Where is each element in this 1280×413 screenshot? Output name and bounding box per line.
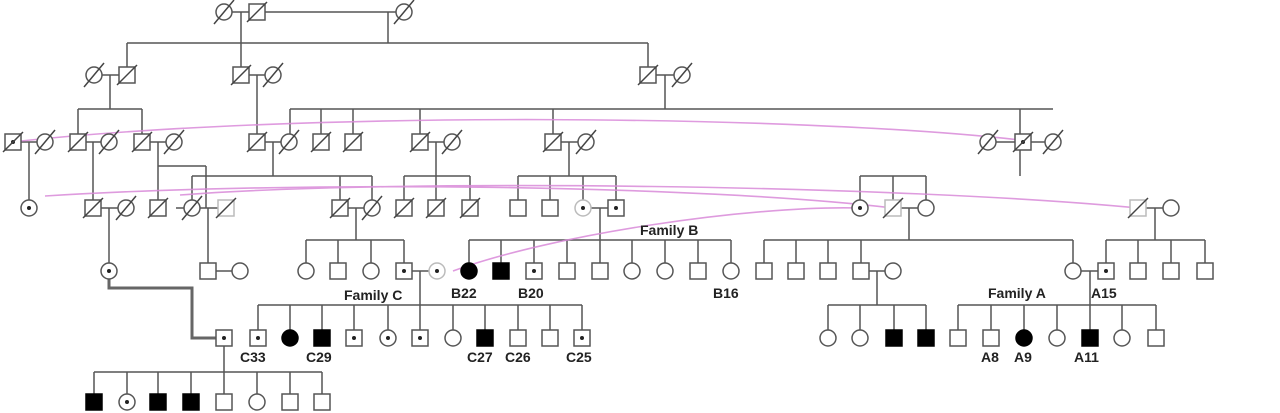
individual-male (509, 329, 527, 347)
individual-male (313, 393, 331, 411)
label-b16: B16 (713, 285, 739, 301)
individual-male (787, 262, 805, 280)
individual-female (1048, 329, 1066, 347)
individual-male (558, 262, 576, 280)
individual-female (656, 262, 674, 280)
label-c25: C25 (566, 349, 592, 365)
marriage-line-thick (107, 271, 224, 340)
individual-male (819, 262, 837, 280)
label-a11: A11 (1074, 349, 1099, 365)
individual-male (591, 262, 609, 280)
deceased-slashes (2, 0, 1149, 221)
individual-male-affected (476, 329, 494, 347)
individual-male (1147, 329, 1165, 347)
individual-male (509, 199, 527, 217)
individual-female-affected (281, 329, 299, 347)
individual-female (248, 393, 266, 411)
family-b-label: Family B (640, 222, 698, 238)
individual-female (444, 329, 462, 347)
individual-female (1113, 329, 1131, 347)
individual-male (852, 262, 870, 280)
individual-male (329, 262, 347, 280)
individual-female (819, 329, 837, 347)
individual-male (541, 329, 559, 347)
individual-female (884, 262, 902, 280)
individual-female (1162, 199, 1180, 217)
label-b22: B22 (451, 285, 477, 301)
individual-male-affected (917, 329, 935, 347)
label-a9: A9 (1014, 349, 1032, 365)
individual-female (231, 262, 249, 280)
individual-male (982, 329, 1000, 347)
individual-male (755, 262, 773, 280)
individual-female (851, 329, 869, 347)
individual-female (362, 262, 380, 280)
individual-male (215, 393, 233, 411)
individual-male (1162, 262, 1180, 280)
label-a15: A15 (1091, 285, 1117, 301)
family-c-label: Family C (344, 287, 402, 303)
individual-male-affected (85, 393, 103, 411)
individual-male-affected (492, 262, 510, 280)
individual-male (281, 393, 299, 411)
individual-female-affected (1015, 329, 1033, 347)
individual-male-affected (885, 329, 903, 347)
label-c29: C29 (306, 349, 332, 365)
individual-male (541, 199, 559, 217)
individual-female-affected (460, 262, 478, 280)
label-b20: B20 (518, 285, 544, 301)
individual-male-affected (313, 329, 331, 347)
individual-male-affected (182, 393, 200, 411)
individual-female (722, 262, 740, 280)
label-c27: C27 (467, 349, 493, 365)
consanguinity-links (11, 118, 1139, 272)
individual-male (199, 262, 217, 280)
individual-male-affected (1081, 329, 1099, 347)
individual-female (917, 199, 935, 217)
individual-male-affected (149, 393, 167, 411)
individual-female (297, 262, 315, 280)
label-c26: C26 (505, 349, 531, 365)
individual-female (1064, 262, 1082, 280)
individual-male (1129, 262, 1147, 280)
family-a-label: Family A (988, 285, 1046, 301)
label-c33: C33 (240, 349, 266, 365)
individual-male (1196, 262, 1214, 280)
individual-male (949, 329, 967, 347)
label-a8: A8 (981, 349, 999, 365)
individual-male (689, 262, 707, 280)
individual-female (623, 262, 641, 280)
